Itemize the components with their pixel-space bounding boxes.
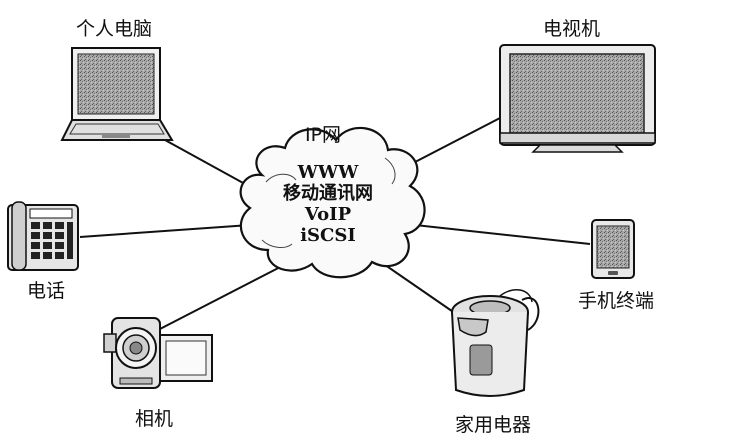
tv-label: 电视机	[543, 18, 601, 40]
laptop-icon	[60, 47, 174, 141]
tablet-label: 手机终端	[578, 290, 655, 312]
phone-label: 电话	[27, 280, 66, 302]
link-camera	[157, 261, 291, 331]
camera-icon	[103, 317, 213, 389]
tv-icon	[499, 44, 656, 153]
link-phone	[79, 224, 251, 238]
link-tablet	[414, 224, 591, 245]
cloud-services: WWW 移动通讯网 VoIP iSCSI	[248, 162, 408, 246]
link-appliance	[374, 257, 463, 319]
service-www: WWW	[297, 162, 359, 183]
laptop-label: 个人电脑	[76, 18, 153, 40]
appliance-icon	[451, 289, 540, 397]
ip-network-cloud	[239, 126, 426, 279]
camera-label: 相机	[135, 408, 174, 430]
appliance-label: 家用电器	[455, 414, 532, 436]
ip-network-title: IP网	[305, 124, 342, 146]
service-voip: VoIP	[304, 204, 352, 225]
tablet-icon	[591, 219, 635, 279]
telephone-icon	[7, 201, 79, 271]
service-iscsi: iSCSI	[300, 225, 356, 246]
service-mobile: 移动通讯网	[283, 183, 373, 204]
